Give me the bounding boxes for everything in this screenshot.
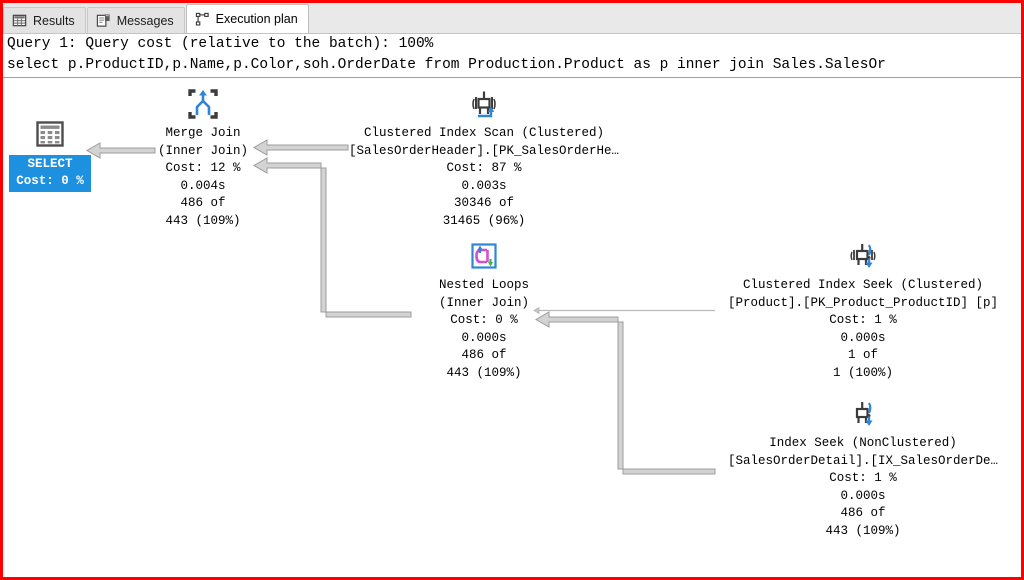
plan-node-nested-loops-actual-rows: 486 of — [461, 348, 507, 362]
plan-node-index-seek-cost: Cost: 1 % — [829, 471, 897, 485]
wire-arrowhead-clustered-seek — [533, 306, 540, 315]
plan-node-index-seek-subtitle: [SalesOrderDetail].[IX_SalesOrderDe… — [727, 453, 999, 468]
tab-messages-label: Messages — [116, 13, 174, 28]
plan-node-nested-loops-subtitle: (Inner Join) — [438, 295, 529, 310]
plan-node-nested-loops-title: Nested Loops — [438, 278, 529, 292]
plan-node-nested-loops-cost: Cost: 0 % — [450, 313, 518, 327]
plan-node-nested-loops[interactable]: Nested Loops (Inner Join) Cost: 0 % 0.00… — [408, 239, 560, 382]
plan-node-clustered-index-scan-subtitle: [SalesOrderHeader].[PK_SalesOrderHe… — [348, 143, 620, 158]
plan-canvas[interactable]: SELECT Cost: 0 % Merge Join (Inner Join)… — [3, 79, 1021, 577]
plan-node-clustered-index-seek-actual-rows: 1 of — [847, 348, 878, 362]
plan-node-clustered-index-seek-title: Clustered Index Seek (Clustered) — [742, 278, 984, 292]
plan-node-clustered-index-seek-estimated-rows: 1 (100%) — [832, 365, 893, 380]
plan-node-icon — [195, 12, 209, 26]
plan-node-merge-join-label: Merge Join (Inner Join) Cost: 12 % 0.004… — [127, 125, 279, 230]
plan-node-clustered-index-scan-title: Clustered Index Scan (Clustered) — [363, 126, 605, 140]
plan-node-select-cost: Cost: 0 % — [16, 174, 84, 188]
plan-node-merge-join[interactable]: Merge Join (Inner Join) Cost: 12 % 0.004… — [127, 87, 279, 230]
plan-node-index-seek-estimated-rows: 443 (109%) — [825, 523, 901, 538]
plan-node-merge-join-estimated-rows: 443 (109%) — [165, 213, 241, 228]
tab-execution-plan-label: Execution plan — [215, 12, 298, 26]
index-seek-icon — [855, 402, 873, 426]
clustered-index-seek-icon — [850, 244, 876, 268]
tab-execution-plan[interactable]: Execution plan — [185, 4, 309, 33]
clustered-index-scan-icon — [472, 91, 496, 118]
tab-results[interactable]: Results — [3, 7, 86, 33]
plan-node-select-box[interactable]: SELECT Cost: 0 % — [9, 155, 91, 192]
results-tabstrip: Results Messages Execution plan — [3, 3, 1021, 34]
wire-indexseek-to-nestedloops — [534, 311, 716, 475]
plan-node-index-seek-duration: 0.000s — [840, 488, 886, 503]
plan-node-merge-join-subtitle: (Inner Join) — [157, 143, 248, 158]
plan-node-clustered-index-scan-duration: 0.003s — [461, 178, 507, 193]
wire-mergejoin-to-select — [85, 142, 156, 159]
select-result-icon — [36, 121, 64, 147]
grid-icon — [12, 14, 27, 27]
plan-node-merge-join-title: Merge Join — [165, 126, 241, 140]
plan-node-clustered-index-seek[interactable]: Clustered Index Seek (Clustered) [Produc… — [713, 239, 1013, 382]
plan-node-clustered-index-seek-label: Clustered Index Seek (Clustered) [Produc… — [713, 277, 1013, 382]
document-icon — [96, 14, 110, 27]
tab-results-label: Results — [33, 13, 75, 28]
plan-node-merge-join-cost: Cost: 12 % — [165, 161, 241, 175]
plan-node-clustered-index-scan-actual-rows: 30346 of — [453, 196, 514, 210]
header-divider — [3, 77, 1021, 78]
tab-messages[interactable]: Messages — [86, 7, 185, 33]
query-cost-line: Query 1: Query cost (relative to the bat… — [7, 36, 434, 52]
plan-node-clustered-index-seek-subtitle: [Product].[PK_Product_ProductID] [p] — [727, 295, 999, 310]
plan-node-index-seek-actual-rows: 486 of — [840, 506, 886, 520]
plan-node-select-title: SELECT — [27, 157, 73, 171]
wire-indexscan-to-mergejoin — [252, 139, 349, 156]
plan-node-index-seek[interactable]: Index Seek (NonClustered) [SalesOrderDet… — [713, 397, 1013, 540]
plan-node-clustered-index-scan-label: Clustered Index Scan (Clustered) [SalesO… — [340, 125, 628, 230]
plan-node-merge-join-actual-rows: 486 of — [180, 196, 226, 210]
plan-node-index-seek-label: Index Seek (NonClustered) [SalesOrderDet… — [713, 435, 1013, 540]
plan-node-index-seek-title: Index Seek (NonClustered) — [769, 436, 957, 450]
plan-node-clustered-index-scan[interactable]: Clustered Index Scan (Clustered) [SalesO… — [340, 87, 628, 230]
plan-node-nested-loops-estimated-rows: 443 (109%) — [446, 365, 522, 380]
query-sql-line: select p.ProductID,p.Name,p.Color,soh.Or… — [7, 57, 886, 73]
wire-nestedloops-to-mergejoin — [252, 157, 412, 318]
query-header-text: Query 1: Query cost (relative to the bat… — [7, 34, 1019, 76]
plan-node-clustered-index-scan-cost: Cost: 87 % — [446, 161, 522, 175]
plan-node-nested-loops-duration: 0.000s — [461, 330, 507, 345]
plan-node-clustered-index-seek-cost: Cost: 1 % — [829, 313, 897, 327]
plan-node-clustered-index-scan-estimated-rows: 31465 (96%) — [442, 213, 526, 228]
merge-join-icon — [188, 89, 218, 119]
plan-node-clustered-index-seek-duration: 0.000s — [840, 330, 886, 345]
connector-wires — [85, 139, 716, 475]
plan-node-merge-join-duration: 0.004s — [180, 178, 226, 193]
plan-node-nested-loops-label: Nested Loops (Inner Join) Cost: 0 % 0.00… — [408, 277, 560, 382]
plan-node-select[interactable]: SELECT Cost: 0 % — [7, 117, 93, 192]
nested-loops-icon — [471, 243, 497, 269]
